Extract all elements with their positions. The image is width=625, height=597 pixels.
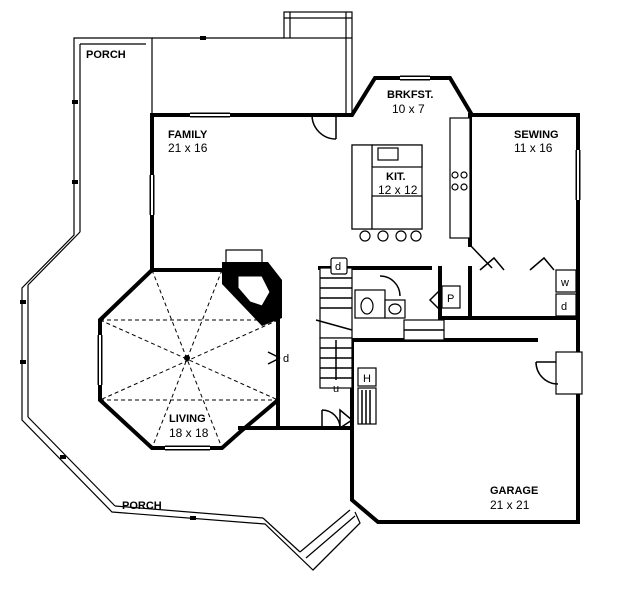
heater-symbol: H [363,373,371,385]
powder-room [354,275,461,341]
stair-dryer-symbol: d [335,261,341,273]
breakfast-size: 10 x 7 [392,102,425,116]
porch-bottom-label: PORCH [122,500,162,512]
windows [97,75,581,451]
living-size: 18 x 18 [169,426,209,440]
porch-top-label: PORCH [86,49,126,61]
kitchen-label: KIT. [386,171,406,183]
doors [267,114,341,429]
laundry-dryer-symbol: d [561,301,567,313]
sewing-size: 11 x 16 [514,141,553,155]
family-size: 21 x 16 [168,141,208,155]
living-ceiling-lines [99,269,279,449]
stair-up-symbol: u [333,383,339,395]
fireplace [222,249,282,326]
garage-size: 21 x 21 [490,498,530,512]
living-label: LIVING [169,413,206,425]
stairs [315,267,353,389]
family-label: FAMILY [168,129,208,141]
garage-label: GARAGE [490,485,538,497]
living-dryer-symbol: d [283,353,289,365]
garage-details [339,351,583,430]
pantry-symbol: P [447,293,454,305]
sewing-label: SEWING [514,129,559,141]
washer-symbol: w [560,277,569,289]
porch-outline [20,11,361,571]
breakfast-label: BRKFST. [387,89,433,101]
kitchen-fixtures [351,117,471,242]
laundry-area [469,244,577,317]
kitchen-size: 12 x 12 [378,183,418,197]
